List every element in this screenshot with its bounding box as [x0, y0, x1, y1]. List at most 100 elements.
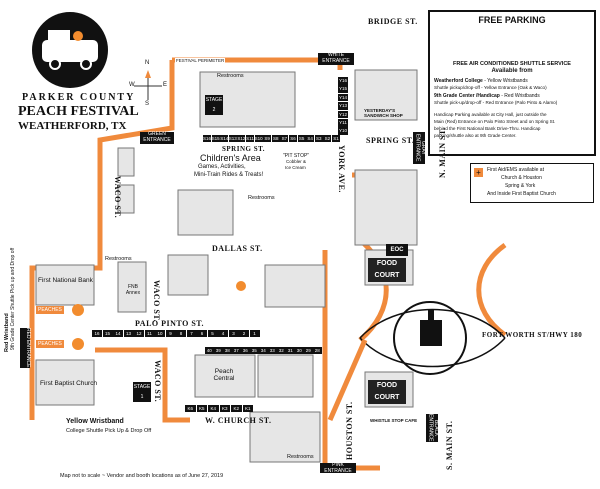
booth-y13: Y13 [338, 102, 348, 110]
shuttle-title: FREE AIR CONDITIONED SHUTTLE SERVICE [453, 61, 571, 67]
booth-k6: K6 [185, 405, 196, 412]
compass-north: N [145, 60, 150, 66]
restrooms-left: Restrooms [105, 256, 132, 262]
booth-12: 12 [134, 330, 144, 337]
compass-west: W [129, 82, 135, 88]
booth-39: 39 [214, 347, 223, 354]
booth-33: 33 [268, 347, 277, 354]
weatherford-college-line: Weatherford College - Yellow Wristbands [434, 78, 528, 84]
booth-8: 8 [176, 330, 186, 337]
city-label: WEATHERFORD, TX [18, 120, 127, 132]
booth-37: 37 [232, 347, 241, 354]
street-s-main: S. MAIN ST. [445, 420, 454, 470]
booth-y16: Y16 [338, 77, 348, 85]
red-wristband-sub: 9th Grade Center Shuttle Pick up and Dro… [10, 247, 16, 350]
street-bridge: BRIDGE ST. [368, 17, 418, 26]
street-waco-top: WACO ST. [113, 176, 122, 219]
booth-s7: S7 [280, 135, 289, 142]
booth-s3: S3 [314, 135, 323, 142]
red-entrance: RED ENTRANCE [20, 328, 31, 368]
booth-36: 36 [241, 347, 250, 354]
street-houston: HOUSTON ST. [345, 401, 354, 460]
booth-7: 7 [186, 330, 197, 337]
childrens-area: Children's Area [200, 153, 261, 163]
first-aid-panel: + First Aid/EMS available at Church & Ho… [470, 163, 594, 203]
booth-4: 4 [218, 330, 228, 337]
restrooms-bottom: Restrooms [287, 454, 314, 460]
parking-title: FREE PARKING [478, 15, 546, 25]
booth-6: 6 [197, 330, 207, 337]
available-from: Available from [491, 68, 533, 74]
booth-s9: S9 [263, 135, 272, 142]
peaches-tag-1: PEACHES [36, 306, 64, 314]
booth-s10: S10 [254, 135, 263, 142]
pit-stop-sub-1: Cobbler & [286, 159, 307, 164]
festival-title: PEACH FESTIVAL [18, 104, 139, 119]
handicap-line-2: Main (Red) Entrance on Palo Pinto Street… [434, 119, 556, 124]
peach-truck-logo [32, 12, 108, 88]
booth-y11: Y11 [338, 119, 348, 127]
street-n-main: N. MAIN ST. [438, 127, 447, 178]
street-fort-worth: FORT WORTH ST/HWY 180 [482, 331, 583, 339]
booth-34: 34 [259, 347, 268, 354]
stage-1: STAGE 1 [133, 382, 151, 402]
booth-s14: S14 [220, 135, 229, 142]
peach-icons [72, 281, 246, 350]
booth-16: 16 [92, 330, 102, 337]
first-aid-line-4: And Inside First Baptist Church [487, 191, 556, 197]
booth-k2: K2 [231, 405, 242, 412]
booth-k5: K5 [196, 405, 207, 412]
first-national-bank: First National Bank [38, 277, 93, 284]
roundabout [327, 238, 507, 422]
childrens-sub-1: Games, Activities, [198, 164, 246, 170]
booth-s13: S13 [228, 135, 237, 142]
booth-15: 15 [102, 330, 113, 337]
ninth-pickup: Shuttle pick-up/drop-off - Red Entrance … [434, 100, 558, 105]
yellow-wristband-sub: College Shuttle Pick Up & Drop Off [66, 428, 152, 434]
first-aid-line-1: First Aid/EMS available at [487, 167, 544, 173]
childrens-sub-2: Mini-Train Rides & Treats! [194, 172, 264, 178]
booth-s15: S15 [211, 135, 220, 142]
eoc: EOC [386, 244, 408, 256]
booth-k4: K4 [208, 405, 219, 412]
whistle-stop-cafe: WHISTLE STOP CAFE [370, 418, 418, 423]
footer-note: Map not to scale ~ Vendor and booth loca… [60, 473, 224, 479]
booth-38: 38 [223, 347, 232, 354]
handicap-line-4: parking/shuttle also at 9th Grade Center… [434, 133, 517, 138]
booth-11: 11 [144, 330, 155, 337]
booth-k3: K3 [219, 405, 230, 412]
restrooms-top: Restrooms [217, 73, 244, 79]
booth-9: 9 [165, 330, 176, 337]
booth-s4: S4 [306, 135, 315, 142]
wc-pickup: Shuttle pickup/drop-off - Yellow Entranc… [434, 85, 547, 90]
festival-perimeter-label: FESTIVAL PERIMETER [175, 58, 226, 63]
street-york: YORK AVE. [337, 145, 346, 193]
restrooms-mid: Restrooms [248, 195, 275, 201]
booth-y14: Y14 [338, 93, 348, 102]
yesterdays-sandwich-shop: YESTERDAY'S SANDWICH SHOP [364, 108, 403, 118]
booth-y15: Y15 [338, 85, 348, 93]
booth-30: 30 [295, 347, 304, 354]
peaches-tag-2: PEACHES [36, 340, 64, 348]
booth-s6: S6 [289, 135, 297, 142]
free-parking-panel: FREE PARKING FREE AIR CONDITIONED SHUTTL… [428, 10, 596, 156]
green-entrance: GREEN ENTRANCE [140, 131, 174, 144]
street-waco-mid: WACO ST. [152, 280, 161, 323]
first-aid-icon: + [474, 168, 483, 177]
pink-entrance: PINK ENTRANCE [320, 462, 356, 473]
booth-s1: S1 [332, 135, 340, 142]
first-aid-line-2: Church & Houston [501, 175, 542, 181]
booth-s11: S11 [246, 135, 254, 142]
booth-35: 35 [250, 347, 259, 354]
booth-29: 29 [304, 347, 313, 354]
booth-y10: Y10 [338, 127, 348, 135]
pit-stop: "PIT STOP" [283, 153, 310, 159]
booth-5: 5 [207, 330, 218, 337]
stage-2: STAGE 2 [205, 95, 223, 115]
white-entrance: WHITE ENTRANCE [318, 52, 354, 65]
gray-entrance: GRAY ENTRANCE [413, 132, 426, 164]
pit-stop-sub-2: Ice Cream [285, 165, 306, 170]
booth-s12: S12 [237, 135, 246, 142]
peach-central: Peach Central [213, 368, 235, 382]
